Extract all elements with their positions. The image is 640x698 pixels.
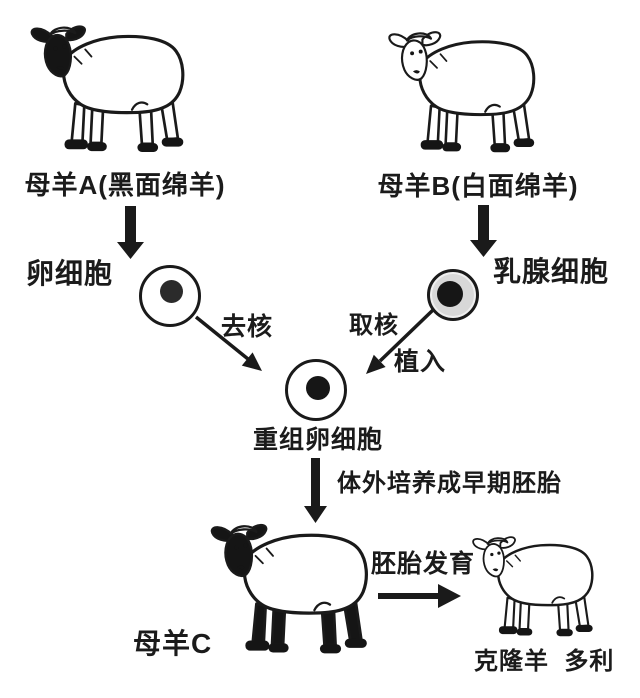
take-nucleus-label: 取核 xyxy=(349,312,399,339)
recombined-egg-label: 重组卵细胞 xyxy=(252,426,383,454)
implant-label: 植入 xyxy=(394,348,447,376)
ewe-c-sheep-figure xyxy=(210,523,369,656)
cloned-sheep-dolly-label: 克隆羊 多利 xyxy=(474,648,615,675)
ewe-b-label: 母羊B(白面绵羊) xyxy=(377,171,579,201)
dolly-lamb-figure xyxy=(471,535,594,638)
mammary-cell-figure xyxy=(427,269,479,321)
mammary-cell-label: 乳腺细胞 xyxy=(493,256,610,287)
ewe-a-label: 母羊A(黑面绵羊) xyxy=(24,170,226,200)
egg-cell-nucleus xyxy=(160,280,183,303)
egg-cell-label: 卵细胞 xyxy=(26,258,114,289)
mammary-cell-nucleus xyxy=(437,281,463,307)
recombined-egg-cell-figure xyxy=(285,359,347,421)
egg-cell-figure xyxy=(139,265,201,327)
arrow-ewe-a-to-egg xyxy=(117,206,144,259)
ewe-c-label: 母羊C xyxy=(133,628,213,659)
ewe-b-sheep-figure xyxy=(387,30,536,154)
remove-nucleus-label: 去核 xyxy=(221,313,274,341)
ewe-a-sheep-figure xyxy=(30,24,185,154)
arrow-embryo-development xyxy=(378,584,461,608)
culture-embryo-label: 体外培养成早期胚胎 xyxy=(337,470,562,497)
recombined-egg-nucleus xyxy=(306,376,330,400)
embryo-development-label: 胚胎发育 xyxy=(371,550,476,578)
arrow-ewe-b-to-mammary xyxy=(470,205,497,257)
